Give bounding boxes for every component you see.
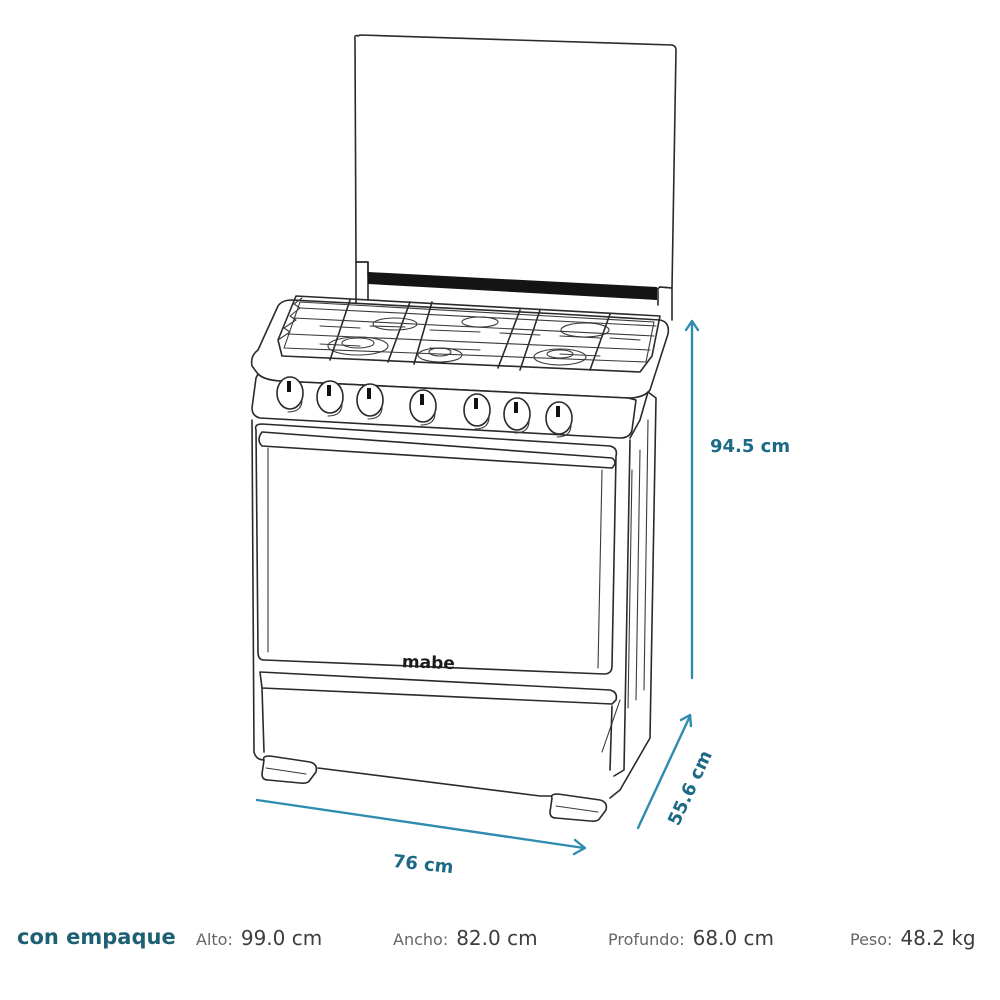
stove-lid <box>354 34 677 321</box>
height-arrow <box>684 319 700 680</box>
knob-3 <box>356 383 384 420</box>
spec-label: Ancho: <box>393 930 449 949</box>
spec-label: Peso: <box>850 930 893 949</box>
stove-feet <box>261 755 608 822</box>
spec-value: 68.0 cm <box>692 926 775 950</box>
packaged-title: con empaque <box>17 925 176 949</box>
spec-depth: Profundo: 68.0 cm <box>608 926 774 950</box>
knob-6 <box>503 397 531 434</box>
knobs <box>276 376 573 438</box>
spec-value: 82.0 cm <box>456 926 538 950</box>
brand-logo: mabe <box>402 652 456 674</box>
height-label: 94.5 cm <box>710 436 791 457</box>
spec-label: Alto: <box>196 930 233 949</box>
spec-value: 99.0 cm <box>240 926 323 950</box>
knob-4 <box>409 389 437 426</box>
knob-1 <box>276 376 304 413</box>
packaged-specs-bar: con empaque Alto: 99.0 cm Ancho: 82.0 cm P… <box>0 922 1000 962</box>
depth-arrow <box>636 713 693 830</box>
cooktop <box>250 295 670 399</box>
knob-5 <box>463 393 491 430</box>
spec-label: Profundo: <box>608 930 685 949</box>
width-arrow <box>255 798 587 856</box>
knob-7 <box>545 401 573 438</box>
dimension-lines <box>255 319 700 856</box>
spec-width: Ancho: 82.0 cm <box>393 926 538 950</box>
stove-body: mabe <box>251 391 657 799</box>
control-panel <box>251 373 649 439</box>
spec-weight: Peso: 48.2 kg <box>850 926 976 950</box>
knob-2 <box>316 380 344 417</box>
spec-height: Alto: 99.0 cm <box>196 926 322 950</box>
spec-value: 48.2 kg <box>900 926 976 950</box>
